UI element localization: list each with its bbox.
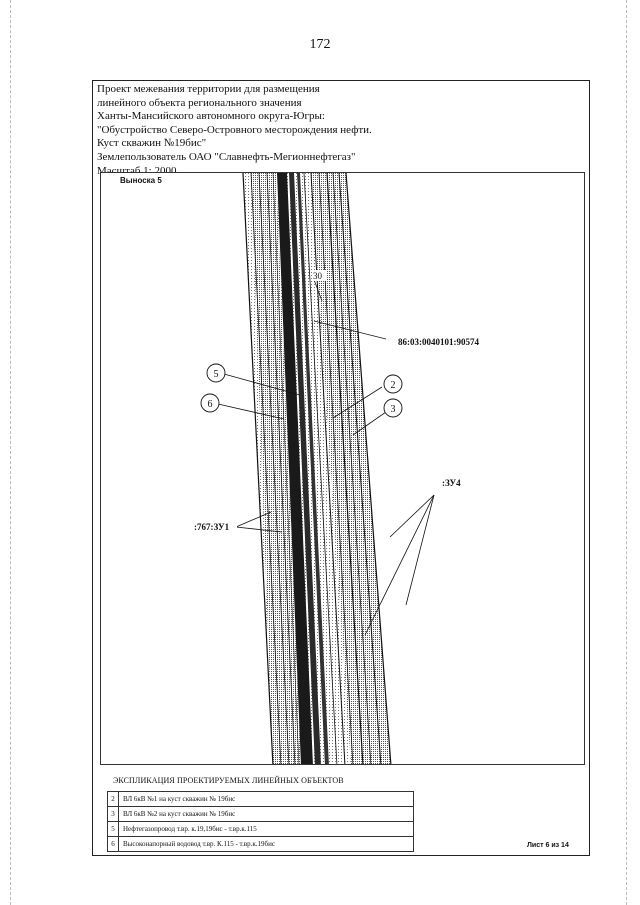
corridor-line <box>326 173 364 764</box>
leader-line <box>352 411 387 436</box>
row-text: Нефтегазопровод т.вр. к.19,19бис - т.вр.… <box>118 821 414 837</box>
row-number: 3 <box>107 806 119 822</box>
table-row: 3 ВЛ 6кВ №2 на куст скважин № 19бис <box>107 806 414 822</box>
leader-line <box>235 511 272 528</box>
inset-title: Выноска 5 <box>120 176 162 185</box>
table-row: 5 Нефтегазопровод т.вр. к.19,19бис - т.в… <box>107 821 414 837</box>
explication-title: ЭКСПЛИКАЦИЯ ПРОЕКТИРУЕМЫХ ЛИНЕЙНЫХ ОБЪЕК… <box>113 776 344 785</box>
pipeline-bundle <box>297 173 329 764</box>
header-line-6: Землепользователь ОАО "Славнефть-Мегионн… <box>97 150 356 163</box>
callout-circle-3 <box>383 398 403 418</box>
label-30-background <box>312 270 326 281</box>
map-drawing: 5 6 2 3 30 86:03:0040101:90574 :767:ЗУ1 … <box>193 173 479 764</box>
label-zu1: :767:ЗУ1 <box>194 522 230 532</box>
label-point-30: 30 <box>313 271 323 281</box>
corridor-line <box>266 173 296 764</box>
row-text: ВЛ 6кВ №1 на куст скважин № 19бис <box>118 791 414 807</box>
row-number: 5 <box>107 821 119 837</box>
page-number: 172 <box>309 37 331 52</box>
callout-circle-2 <box>383 374 403 394</box>
header-line-3: Ханты-Мансийского автономного округа-Югр… <box>97 110 325 123</box>
map-inset: Выноска 5 <box>100 172 585 765</box>
leader-line <box>332 386 383 419</box>
header-line-1: Проект межевания территории для размещен… <box>97 83 320 95</box>
header-line-5: Куст скважин №19бис" <box>97 137 207 150</box>
corridor-line <box>250 173 282 764</box>
leader-line <box>389 494 435 538</box>
corridor-line <box>332 173 372 764</box>
table-row: 2 ВЛ 6кВ №1 на куст скважин № 19бис <box>107 791 414 807</box>
sheet-label: Лист 6 из 14 <box>527 842 569 849</box>
corridor-line <box>258 173 290 764</box>
corridor-line <box>242 173 274 764</box>
pipeline-bundle <box>289 173 321 764</box>
corridor-line <box>272 173 300 764</box>
leader-line <box>235 526 283 533</box>
leader-line <box>217 403 285 420</box>
callout-label-3: 3 <box>391 404 396 415</box>
callout-label-2: 2 <box>391 380 396 391</box>
callout-circle-6 <box>200 393 220 413</box>
leader-line <box>223 373 301 396</box>
leader-line <box>405 494 435 606</box>
callout-label-6: 6 <box>208 399 213 410</box>
pipeline-bundle <box>277 173 313 764</box>
header: Проект межевания территории для размещен… <box>97 83 372 178</box>
explication-table: 2 ВЛ 6кВ №1 на куст скважин № 19бис 3 ВЛ… <box>107 791 414 852</box>
row-text: ВЛ 6кВ №2 на куст скважин № 19бис <box>118 806 414 822</box>
corridor-line <box>303 173 338 764</box>
row-text: Высоконапорный водовод т.вр. К.115 - т.в… <box>118 836 414 852</box>
table-row: 6 Высоконапорный водовод т.вр. К.115 - т… <box>107 836 414 852</box>
leader-line <box>364 494 435 636</box>
callout-circle-5 <box>206 363 226 383</box>
callout-label-5: 5 <box>214 369 219 380</box>
row-number: 2 <box>107 791 119 807</box>
label-zu1-background <box>193 521 237 533</box>
left-edge-line <box>10 0 11 905</box>
corridor-band <box>251 173 301 764</box>
callout-circles <box>200 363 403 418</box>
corridor-line <box>345 173 392 764</box>
header-line-4: "Обустройство Северо-Островного месторож… <box>97 123 372 136</box>
label-cadastral: 86:03:0040101:90574 <box>398 337 479 347</box>
header-line-2: линейного объекта регионального значения <box>97 96 302 109</box>
corridor-line <box>338 173 382 764</box>
row-number: 6 <box>107 836 119 852</box>
right-edge-line <box>626 0 627 905</box>
leader-line <box>313 320 387 340</box>
leader-lines <box>217 276 435 636</box>
label-zu4: :ЗУ4 <box>442 478 461 488</box>
